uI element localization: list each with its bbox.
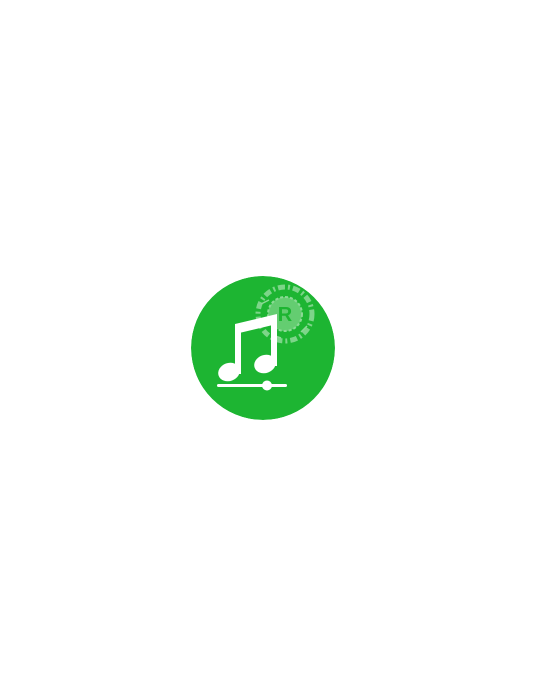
app-logo: R — [191, 276, 335, 420]
registered-stamp-icon: R — [255, 284, 315, 344]
music-note-glyph — [218, 314, 277, 382]
progress-track — [217, 380, 287, 391]
progress-knob — [262, 380, 272, 391]
badge-letter: R — [278, 304, 293, 326]
music-note-progress-icon: R — [191, 276, 335, 420]
